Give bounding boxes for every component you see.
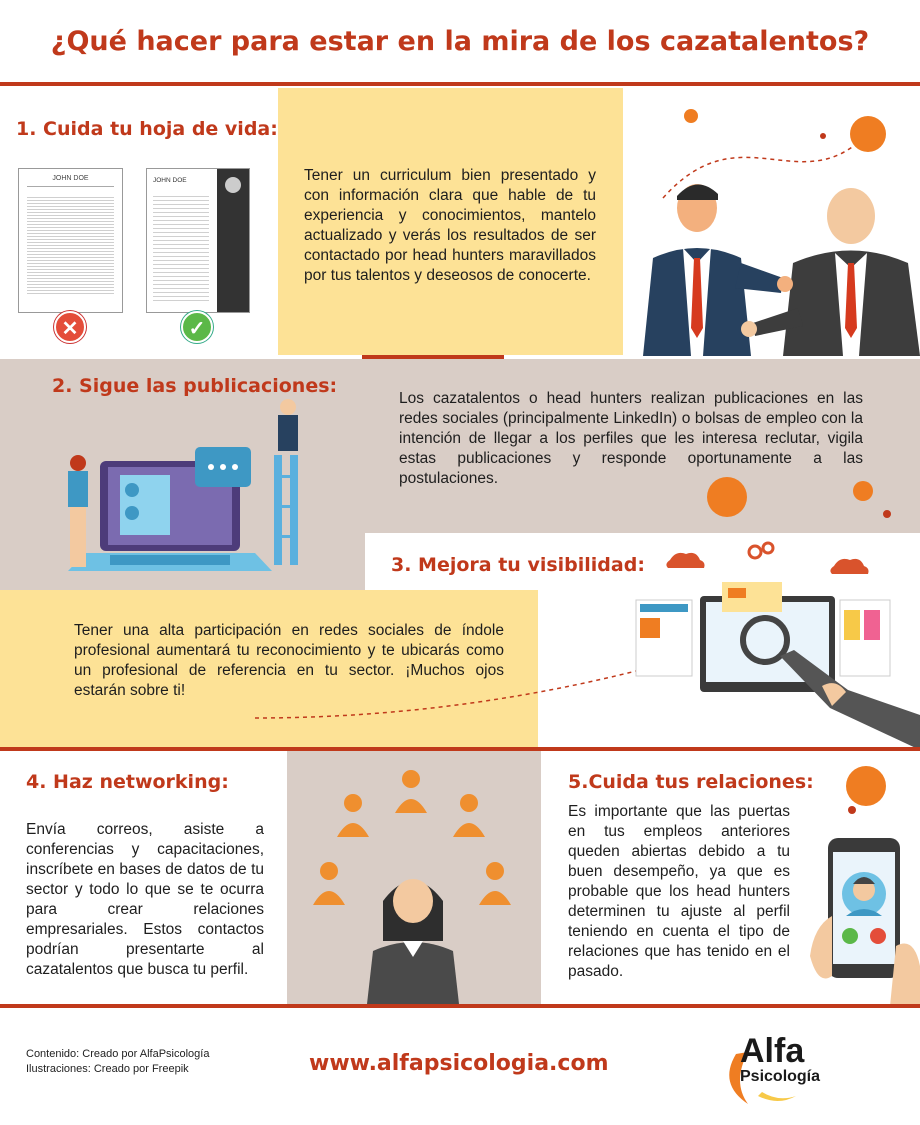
check-icon: ✓ bbox=[181, 311, 213, 343]
section1-divider bbox=[362, 355, 504, 359]
logo-swoosh-icon bbox=[729, 1052, 796, 1104]
page-title: ¿Qué hacer para estar en la mira de los … bbox=[50, 26, 870, 57]
section1-beige-panel bbox=[278, 88, 623, 355]
phone-call-illustration bbox=[810, 838, 920, 1006]
section3-body: Tener una alta participación en redes so… bbox=[74, 622, 504, 699]
illustrations-credit: Ilustraciones: Creado por Freepik bbox=[26, 1063, 189, 1075]
section1-heading: 1. Cuida tu hoja de vida: bbox=[16, 118, 278, 140]
section4-heading: 4. Haz networking: bbox=[26, 771, 229, 793]
section2-body: Los cazatalentos o head hunters realizan… bbox=[399, 390, 863, 487]
resume-designed: JOHN DOE bbox=[146, 168, 250, 313]
footer-divider bbox=[0, 1004, 920, 1008]
red-dot-section5 bbox=[848, 806, 856, 814]
laptop-illustration bbox=[68, 399, 298, 571]
content-credit: Contenido: Creado por AlfaPsicología bbox=[26, 1048, 210, 1060]
orange-dot-medium bbox=[853, 481, 873, 501]
visibility-illustration bbox=[254, 541, 920, 750]
website-link[interactable]: www.alfapsicologia.com bbox=[309, 1051, 609, 1076]
resume-designed-name: JOHN DOE bbox=[153, 177, 187, 184]
logo-word-psicologia: Psicología bbox=[740, 1068, 821, 1085]
section3-beige-panel bbox=[0, 590, 538, 747]
orange-dot-large bbox=[707, 477, 747, 517]
orange-dot-section5 bbox=[846, 766, 886, 806]
section1-body: Tener un curriculum bien presentado y co… bbox=[304, 167, 596, 284]
cross-icon: ✕ bbox=[54, 311, 86, 343]
title-divider bbox=[0, 82, 920, 86]
resume-plain-name: JOHN DOE bbox=[52, 175, 89, 182]
logo-word-alfa: Alfa bbox=[740, 1032, 805, 1070]
alfa-logo: Alfa Psicología bbox=[718, 1032, 838, 1106]
businessmen-illustration bbox=[643, 109, 920, 356]
section5-heading: 5.Cuida tus relaciones: bbox=[568, 771, 814, 793]
red-dot-small bbox=[883, 510, 891, 518]
section3-divider bbox=[0, 747, 920, 751]
section2-heading: 2. Sigue las publicaciones: bbox=[52, 375, 338, 397]
section4-body: Envía correos, asiste a conferencias y c… bbox=[26, 821, 264, 978]
networking-illustration bbox=[313, 770, 511, 1004]
resume-plain: JOHN DOE bbox=[18, 168, 123, 313]
section5-body: Es importante que las puertas en tus emp… bbox=[568, 803, 790, 980]
section3-heading: 3. Mejora tu visibilidad: bbox=[391, 554, 645, 576]
